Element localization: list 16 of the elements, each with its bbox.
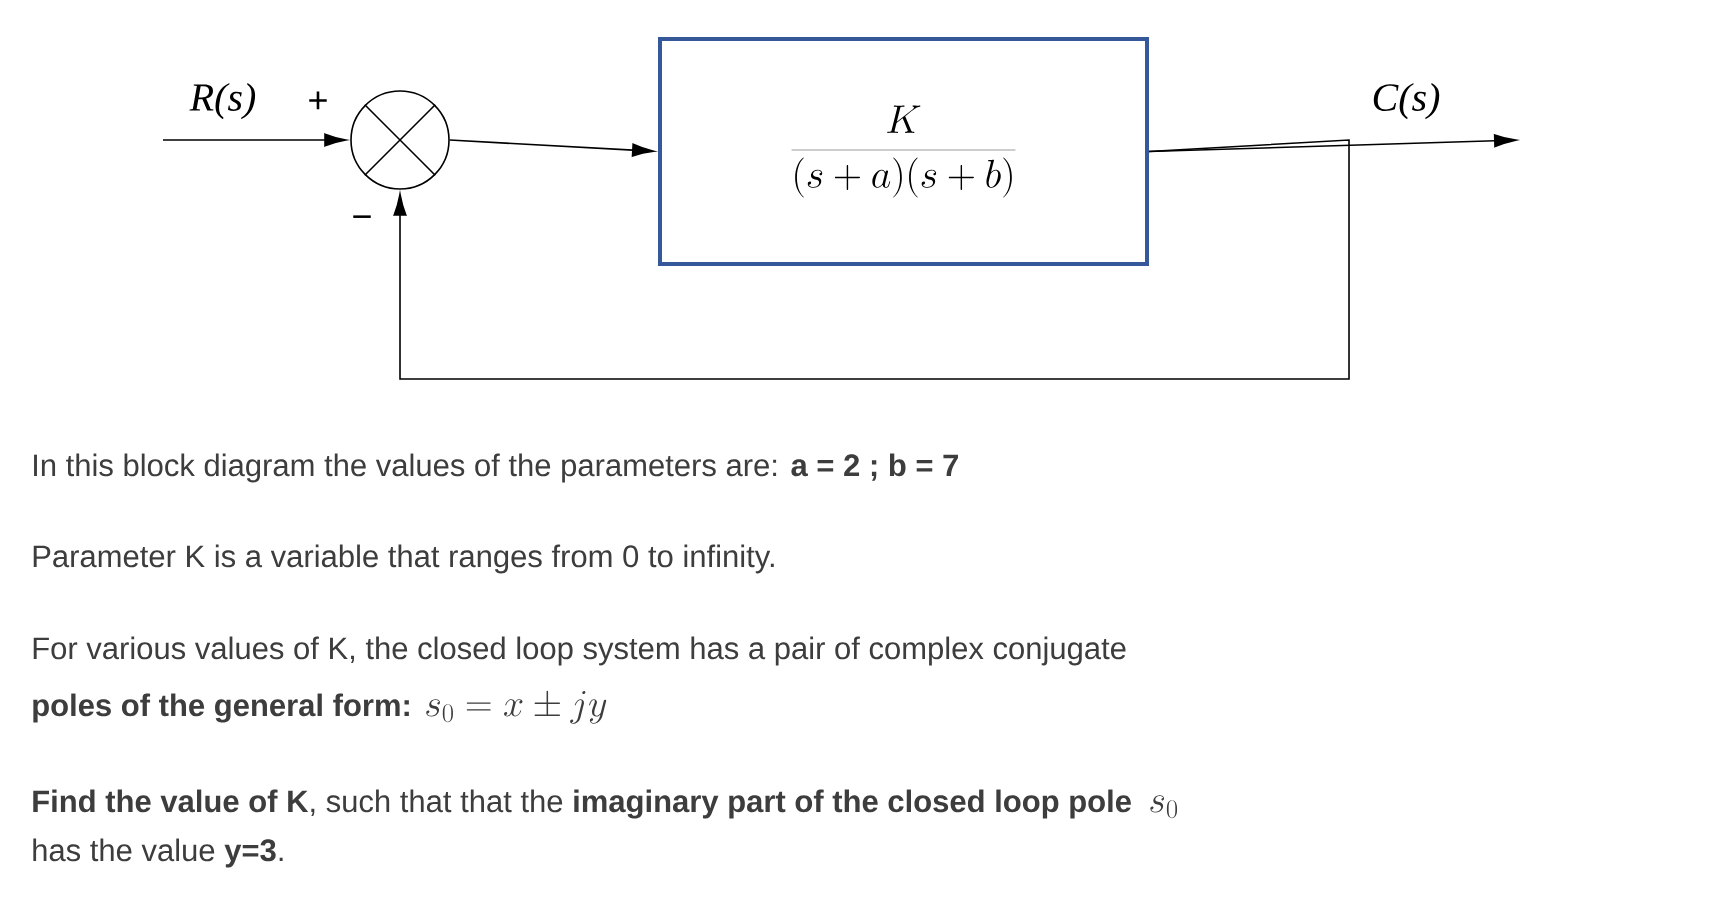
instruction-text: poles of the general form: [33, 693, 409, 723]
signal-label: R(s) [189, 82, 256, 120]
instruction-text: has the value y=3. [33, 838, 283, 868]
arrow [162, 133, 347, 147]
signal-label: C(s) [1373, 82, 1440, 120]
summing-junction [350, 90, 450, 190]
sign-label: − [353, 215, 371, 218]
formula: $s_0 = x \pm jy$ [426, 690, 607, 724]
instruction-text: In this block diagram the values of the parameters are: a = 2 ; b = 7 [34, 453, 958, 483]
instruction-text: Parameter K is a variable that ranges from 0 to infinity. [33, 544, 774, 574]
sign-label: + [309, 91, 327, 110]
instruction-text: For various values of K, the closed loop system has a pair of complex conjugate [33, 636, 1126, 666]
instruction-text: Find the value of K, such that that the imaginary part of the closed loop pole [33, 789, 1131, 819]
transfer-function-box: $\frac{K}{(s+a)(s+b)}$ [658, 37, 1149, 266]
formula: $s_0$ [1150, 795, 1178, 819]
arrow [393, 139, 1350, 380]
